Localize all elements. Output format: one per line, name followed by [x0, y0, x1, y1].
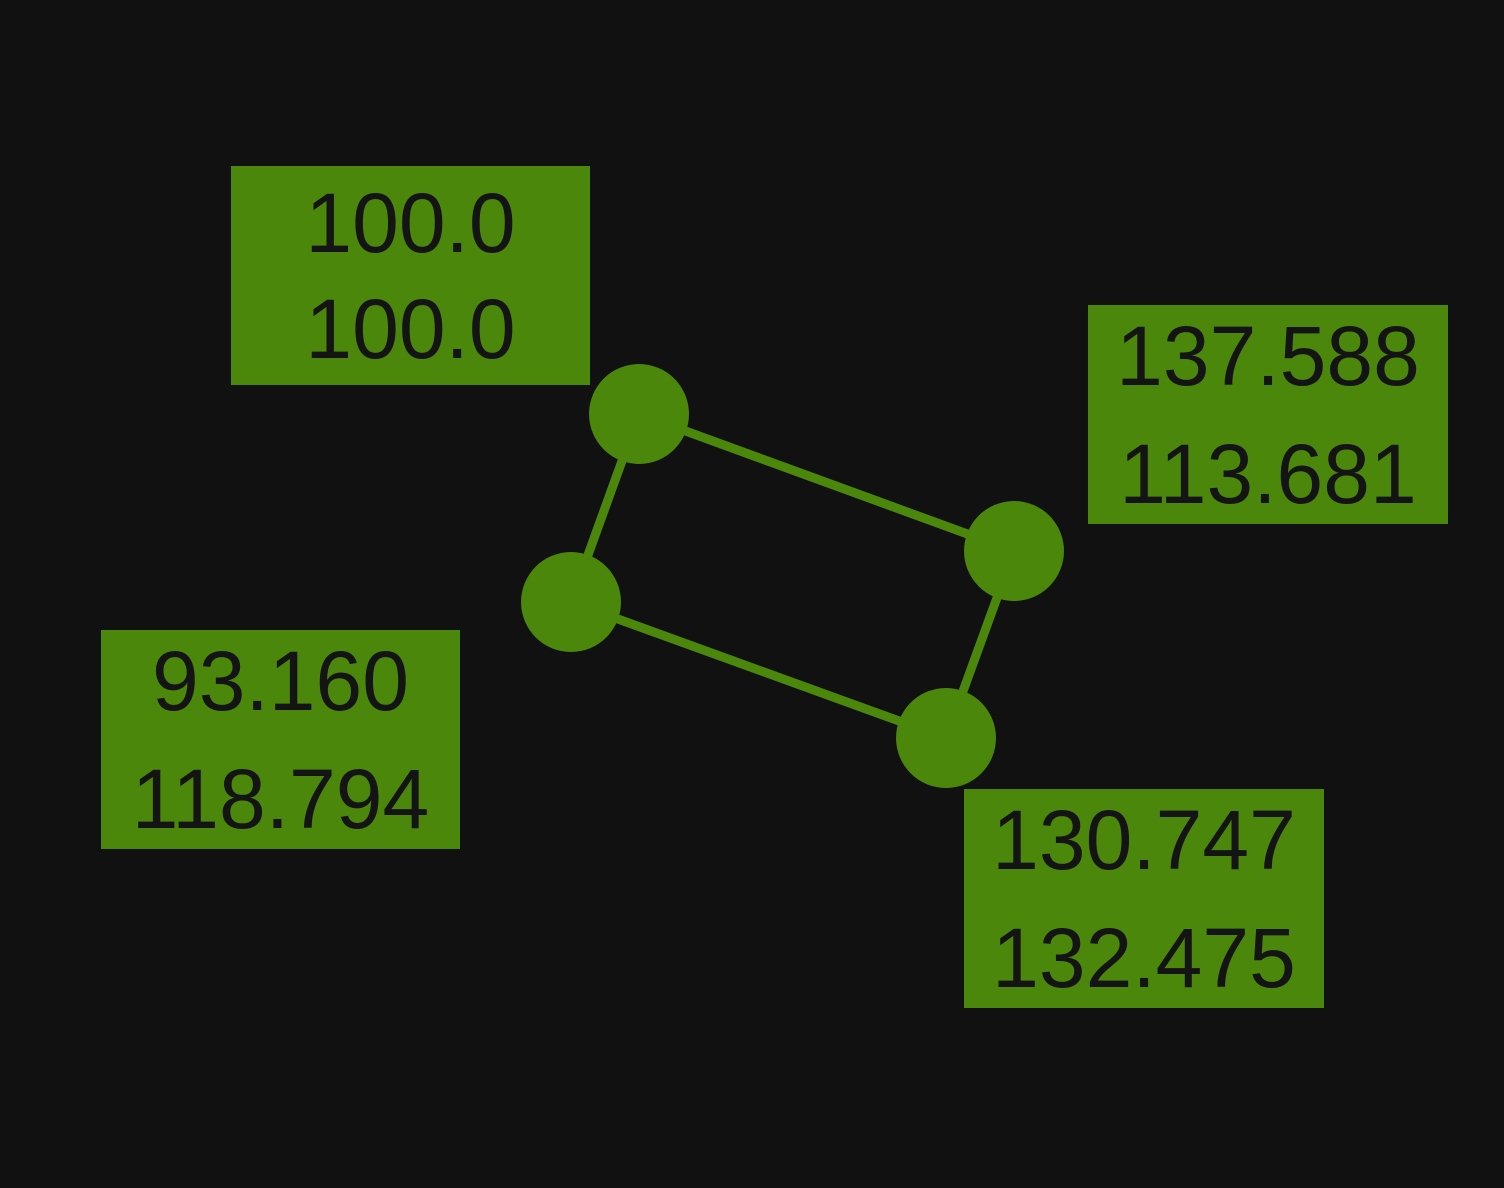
node-top-left[interactable]	[589, 364, 689, 464]
label-top-left: 100.0 100.0	[231, 166, 590, 385]
label-bottom-right-value-2: 132.475	[992, 910, 1296, 1005]
label-top-right-value-2: 113.681	[1119, 426, 1417, 521]
node-top-right[interactable]	[964, 501, 1064, 601]
edge-bottom-right-to-left	[566, 597, 951, 743]
edge-top-left-to-top-right	[634, 409, 1019, 556]
label-bottom-right: 130.747 132.475	[964, 789, 1324, 1008]
label-bottom-right-value-1: 130.747	[992, 792, 1296, 887]
node-bottom-right[interactable]	[896, 688, 996, 788]
label-top-right-value-1: 137.588	[1116, 308, 1420, 403]
label-top-left-value-2: 100.0	[305, 281, 516, 376]
label-left-value-2: 118.794	[131, 751, 430, 846]
label-top-right: 137.588 113.681	[1088, 305, 1448, 524]
node-left[interactable]	[521, 552, 621, 652]
label-top-left-value-1: 100.0	[305, 175, 516, 270]
label-left: 93.160 118.794	[101, 630, 460, 849]
label-left-value-1: 93.160	[152, 633, 409, 728]
